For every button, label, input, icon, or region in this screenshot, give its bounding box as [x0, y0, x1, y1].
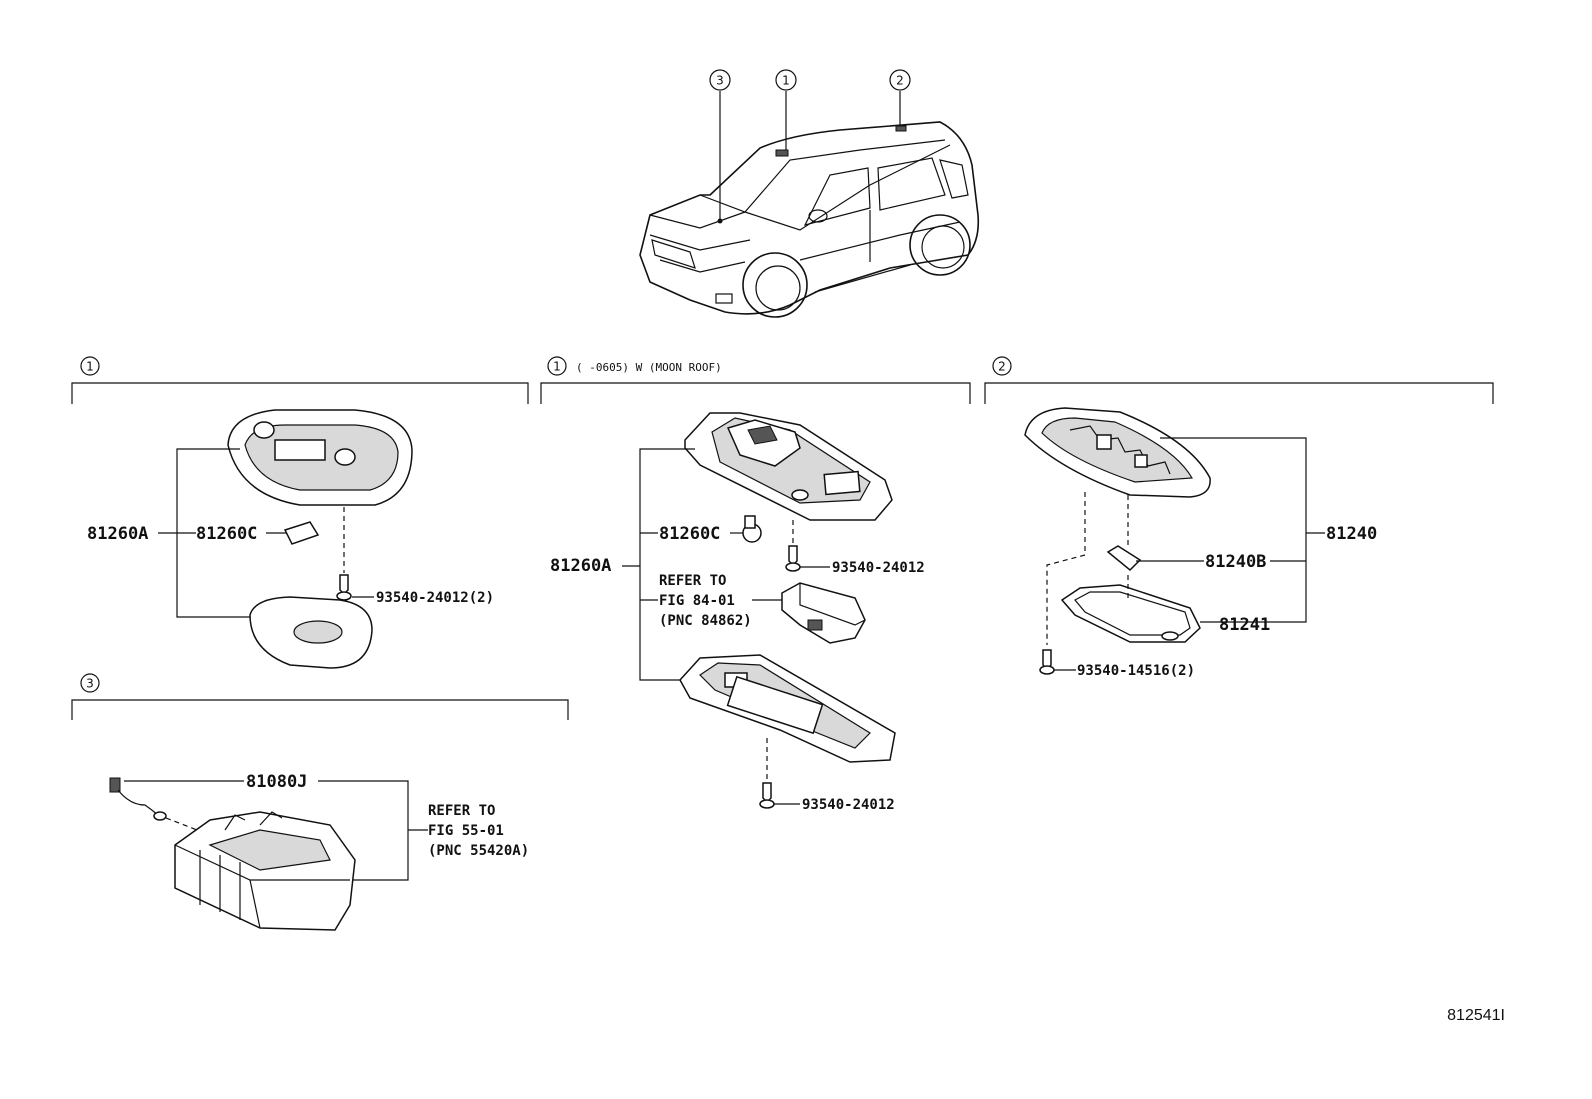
lamp-housing-moonroof — [684, 412, 893, 521]
label-81240: 81240 — [1326, 524, 1377, 544]
section-1-marker-text: 1 — [86, 360, 94, 374]
section-1b-bracket — [540, 382, 971, 404]
screw-upper — [785, 520, 801, 572]
ref3-line-1: REFER TO — [428, 803, 495, 819]
section-3: 3 81080J REFER TO FIG 55-01 (PNC 55420A) — [71, 673, 569, 931]
section-1b-marker — [547, 356, 567, 376]
section-3-marker-text: 3 — [86, 677, 94, 691]
screw-93540-14516 — [1039, 649, 1055, 675]
figure-id: 812541I — [1447, 1007, 1505, 1024]
section-2-bracket — [984, 382, 1494, 404]
screw-lower — [759, 738, 775, 809]
label-screw-14516: 93540-14516(2) — [1077, 663, 1195, 679]
label-screw: 93540-24012(2) — [376, 590, 494, 606]
bulb-81260c-moonroof — [742, 515, 762, 543]
section-2: 2 81240 — [984, 356, 1494, 679]
label-81240b: 81240B — [1205, 552, 1266, 572]
label-81260a-moonroof: 81260A — [550, 556, 611, 576]
label-screw-top: 93540-24012 — [832, 560, 925, 576]
section-1-marker — [80, 356, 100, 376]
lens-cover — [249, 596, 373, 669]
bulb-81240b — [1106, 545, 1142, 572]
label-81260c-moonroof: 81260C — [659, 524, 720, 544]
section-3-marker — [80, 673, 100, 693]
ref-line-2: FIG 84-01 — [659, 593, 735, 609]
callout-3-text: 3 — [716, 74, 724, 88]
car-overview: 3 1 2 — [639, 69, 980, 318]
screw-93540-24012 — [336, 507, 352, 601]
label-81241: 81241 — [1219, 615, 1270, 635]
ref-line-1: REFER TO — [659, 573, 726, 589]
section-1-moonroof: 1 ( -0605) W (MOON ROOF) — [540, 356, 971, 813]
lower-cover — [679, 654, 896, 763]
section-2-marker-text: 2 — [998, 360, 1006, 374]
console-bracket — [174, 811, 356, 931]
callout-2 — [889, 69, 911, 91]
ref-line-3: (PNC 84862) — [659, 613, 752, 629]
label-81260a: 81260A — [87, 524, 148, 544]
section-1b-condition: ( -0605) W (MOON ROOF) — [576, 361, 722, 374]
wire-81080j — [109, 777, 211, 836]
section-1: 1 81260A 81260C 93540-24012(2) — [71, 356, 529, 669]
section-1b-marker-text: 1 — [553, 360, 561, 374]
lamp-housing-81260a — [227, 409, 413, 506]
section-3-bracket — [71, 699, 569, 720]
ref3-line-3: (PNC 55420A) — [428, 843, 529, 859]
callout-1 — [775, 69, 797, 91]
lens-81241 — [1060, 584, 1201, 643]
section-1-bracket — [71, 382, 529, 404]
bulb-81260c — [283, 521, 320, 545]
section-2-marker — [992, 356, 1012, 376]
label-81260c: 81260C — [196, 524, 257, 544]
label-screw-bottom: 93540-24012 — [802, 797, 895, 813]
ref3-line-2: FIG 55-01 — [428, 823, 504, 839]
label-81080j: 81080J — [246, 772, 307, 792]
callout-2-text: 2 — [896, 74, 904, 88]
callout-3 — [709, 69, 731, 91]
lamp-housing-81240 — [1024, 407, 1211, 498]
callout-1-text: 1 — [782, 74, 790, 88]
switch-module — [781, 582, 866, 644]
